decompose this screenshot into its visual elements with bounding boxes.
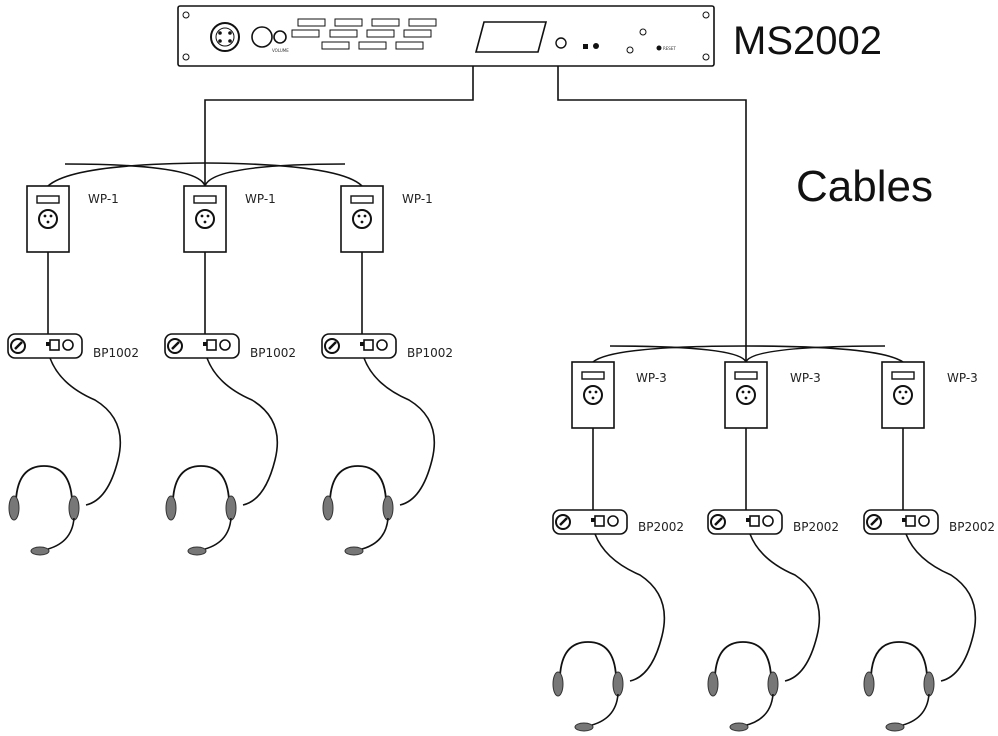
beltpack-bp1002	[6, 332, 84, 360]
headset-icon	[165, 465, 237, 556]
rack-screw-icon	[182, 11, 190, 19]
xlr-pin	[228, 31, 232, 35]
channel-button-grid	[291, 18, 437, 50]
wall-plate-label: WP-1	[245, 192, 276, 206]
right-trunk-cable	[557, 66, 747, 362]
beltpack-bp1002	[320, 332, 398, 360]
headset-cable	[49, 357, 122, 506]
rack-screw-icon	[182, 53, 190, 61]
headset-icon	[863, 641, 935, 732]
cables-label: Cables	[796, 162, 933, 211]
beltpack-bp2002	[551, 508, 629, 536]
panel-button	[408, 18, 437, 27]
lcd-display	[474, 21, 548, 53]
headphone-jack-icon	[251, 26, 273, 48]
beltpack-label: BP1002	[250, 346, 296, 360]
headset-icon	[8, 465, 80, 556]
panel-button	[358, 41, 387, 50]
volume-label: VOLUME	[272, 48, 289, 53]
wall-plate-wp3	[724, 361, 768, 429]
beltpack-label: BP2002	[949, 520, 995, 534]
headset-icon	[707, 641, 779, 732]
beltpack-bp2002	[862, 508, 940, 536]
headset-icon	[322, 465, 394, 556]
wall-plate-wp1	[183, 185, 227, 253]
wall-plate-wp1	[26, 185, 70, 253]
panel-button	[366, 29, 395, 38]
wall-plate-wp3	[881, 361, 925, 429]
panel-led-icon	[639, 28, 647, 36]
headset-cable	[206, 357, 279, 506]
reset-label: RESET	[663, 46, 676, 51]
panel-button	[321, 41, 350, 50]
wall-plate-label: WP-3	[790, 371, 821, 385]
panel-button	[334, 18, 363, 27]
wall-plate-label: WP-1	[88, 192, 119, 206]
beltpack-bp2002	[706, 508, 784, 536]
left-trunk-cable	[204, 66, 474, 186]
rack-screw-icon	[702, 53, 710, 61]
beltpack-label: BP1002	[407, 346, 453, 360]
wp3-group: WP-3 BP2002 WP-3 BP2002 WP-3 BP2002	[551, 361, 995, 732]
rack-screw-icon	[702, 11, 710, 19]
speaker-volume-knob-icon	[555, 37, 567, 49]
headset-cable	[363, 357, 436, 506]
beltpack-label: BP2002	[638, 520, 684, 534]
xlr-pin	[228, 39, 232, 43]
right-daisy-cable	[592, 345, 904, 363]
ms2002-label: MS2002	[733, 19, 882, 63]
beltpack-label: BP2002	[793, 520, 839, 534]
wp1-group: WP-1 BP1002 WP-1 BP1002 WP-1 BP1002	[6, 185, 453, 556]
wall-plate-wp3	[571, 361, 615, 429]
xlr-pin	[218, 31, 222, 35]
wall-plate-wp1	[340, 185, 384, 253]
headset-cable	[905, 533, 977, 682]
left-daisy-cable	[47, 162, 363, 187]
wall-plate-label: WP-3	[636, 371, 667, 385]
panel-led-icon	[626, 46, 634, 54]
xlr-inner-ring	[215, 27, 235, 47]
beltpack-label: BP1002	[93, 346, 139, 360]
indicator-led-icon	[583, 44, 588, 49]
indicator-led-icon	[593, 43, 599, 49]
trunk-cables	[47, 66, 904, 365]
panel-button	[403, 29, 432, 38]
volume-knob-icon	[273, 30, 287, 44]
headset-cable	[749, 533, 821, 682]
panel-button	[371, 18, 400, 27]
wall-plate-label: WP-1	[402, 192, 433, 206]
headset-icon	[552, 641, 624, 732]
ms2002-main-station: VOLUME RESET	[177, 5, 715, 67]
rack-panel	[177, 5, 715, 67]
panel-button	[297, 18, 326, 27]
xlr-pin	[218, 39, 222, 43]
wall-plate-label: WP-3	[947, 371, 978, 385]
panel-button	[395, 41, 424, 50]
beltpack-bp1002	[163, 332, 241, 360]
panel-button	[291, 29, 320, 38]
reset-led-icon	[656, 45, 662, 51]
headset-cable	[594, 533, 666, 682]
xlr-connector-icon	[210, 22, 240, 52]
panel-button	[329, 29, 358, 38]
